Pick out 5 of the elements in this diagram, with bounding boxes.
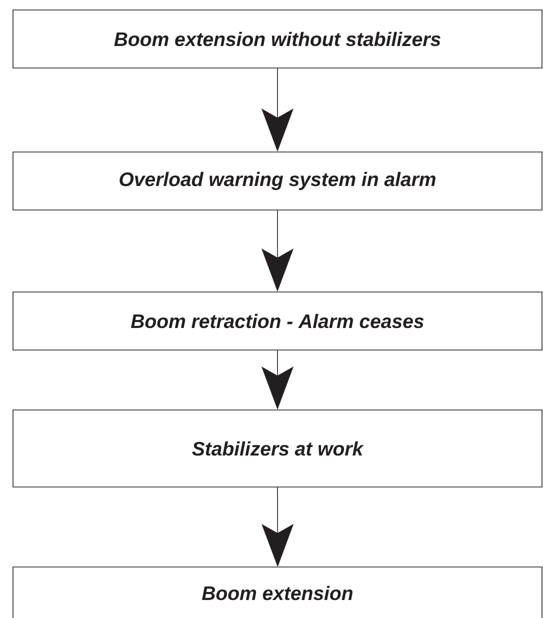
process-box: Stabilizers at work — [12, 410, 542, 488]
process-box: Overload warning system in alarm — [12, 152, 542, 210]
process-box: Boom retraction - Alarm ceases — [12, 292, 542, 350]
process-box: Boom extension without stabilizers — [12, 10, 542, 68]
process-box: Boom extension — [12, 566, 542, 618]
